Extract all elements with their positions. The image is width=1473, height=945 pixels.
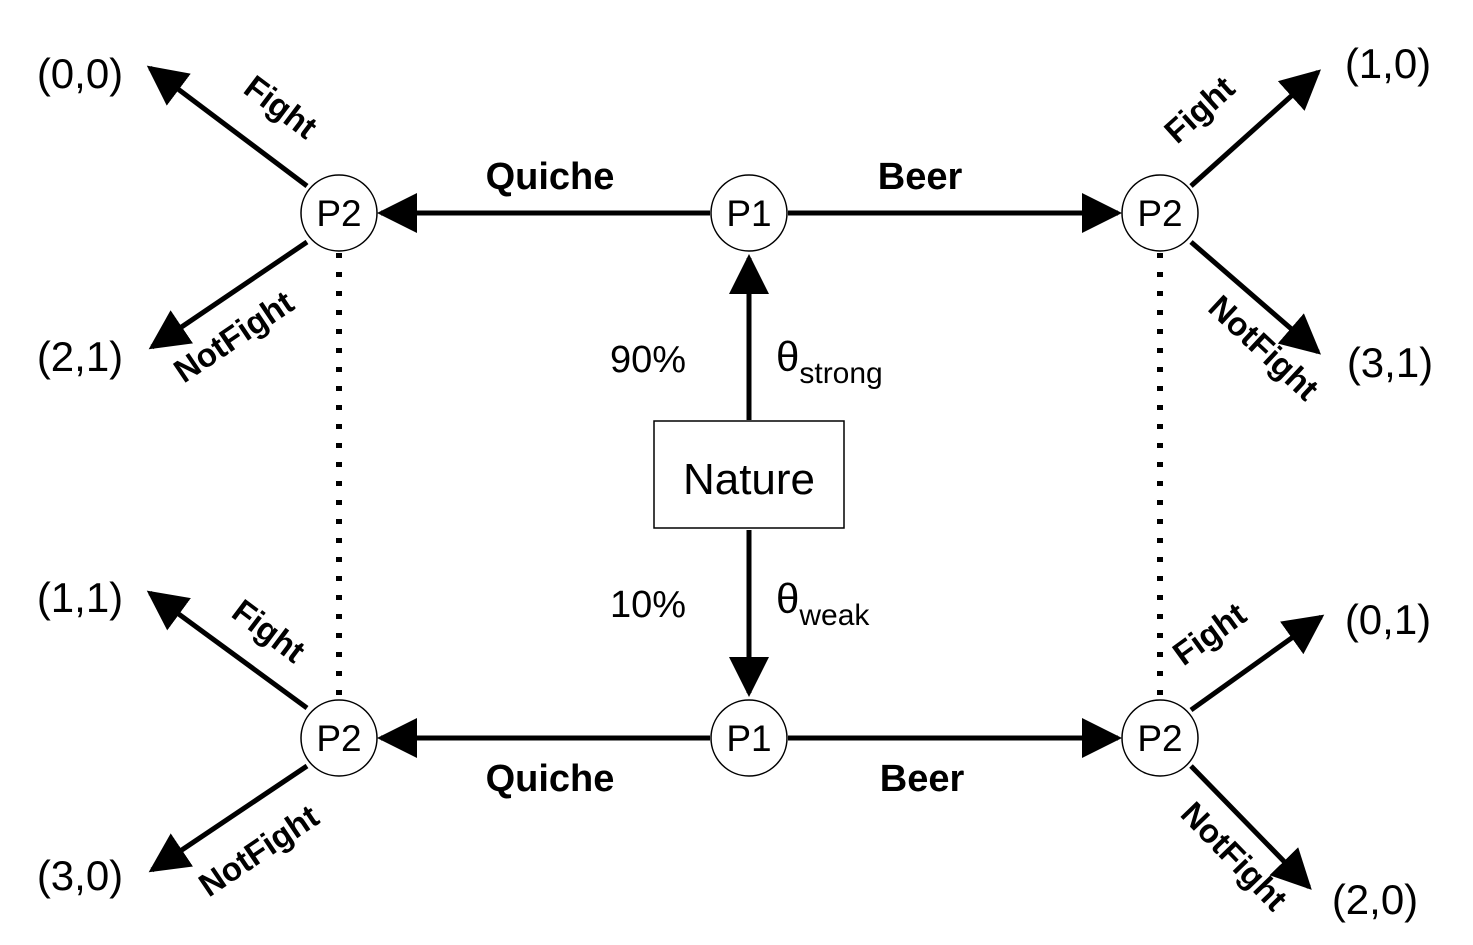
edge-br-notfight (1189, 764, 1312, 890)
type-weak: θweak (776, 575, 870, 632)
edge-bl-fight (146, 590, 309, 711)
p2-bottom-right-label: P2 (1137, 718, 1182, 759)
p1-top-label: P1 (726, 193, 771, 234)
theta-strong-subscript: strong (799, 357, 882, 390)
signal-top-quiche: Quiche (486, 156, 615, 198)
payoff-tr-notfight: (3,1) (1347, 339, 1433, 386)
nature-box (653, 420, 845, 529)
edge-br-fight (1189, 614, 1325, 713)
theta-weak-symbol: θ (776, 575, 799, 622)
payoff-bl-fight: (1,1) (37, 574, 123, 621)
payoff-br-notfight: (2,0) (1332, 876, 1418, 923)
payoff-br-fight: (0,1) (1345, 596, 1431, 643)
payoff-bl-notfight: (3,0) (37, 852, 123, 899)
p1-bottom-node: P1 (710, 699, 788, 777)
action-tl-fight: Fight (238, 68, 325, 146)
prob-strong: 90% (610, 339, 686, 381)
edge-tl-fight (146, 65, 309, 188)
p2-top-right-label: P2 (1137, 193, 1182, 234)
payoff-tl-notfight: (2,1) (37, 333, 123, 380)
edge-tr-notfight (1189, 240, 1322, 355)
action-tr-fight: Fight (1157, 69, 1242, 150)
action-bl-notfight: NotFight (192, 797, 325, 904)
theta-weak-subscript: weak (798, 599, 870, 632)
p1-bottom-label: P1 (726, 718, 771, 759)
edge-bl-notfight (148, 763, 309, 873)
nature-label: Nature (683, 455, 815, 504)
payoff-tl-fight: (0,0) (37, 50, 123, 97)
p1-top-node: P1 (710, 174, 788, 252)
p2-bottom-left-label: P2 (316, 718, 361, 759)
prob-weak: 10% (610, 584, 686, 626)
p2-bottom-left-node: P2 (300, 699, 378, 777)
p2-top-right-node: P2 (1121, 174, 1199, 252)
signal-bottom-beer: Beer (880, 758, 965, 800)
action-tl-notfight: NotFight (167, 283, 300, 390)
signal-bottom-quiche: Quiche (486, 758, 615, 800)
edge-tl-notfight (148, 239, 309, 350)
type-strong: θstrong (776, 333, 883, 390)
theta-strong-symbol: θ (776, 333, 799, 380)
edge-tr-fight (1189, 69, 1321, 188)
action-br-fight: Fight (1166, 595, 1253, 672)
payoff-tr-fight: (1,0) (1345, 40, 1431, 87)
p2-top-left-label: P2 (316, 193, 361, 234)
p2-top-left-node: P2 (300, 174, 378, 252)
p2-bottom-right-node: P2 (1121, 699, 1199, 777)
signal-top-beer: Beer (878, 156, 963, 198)
